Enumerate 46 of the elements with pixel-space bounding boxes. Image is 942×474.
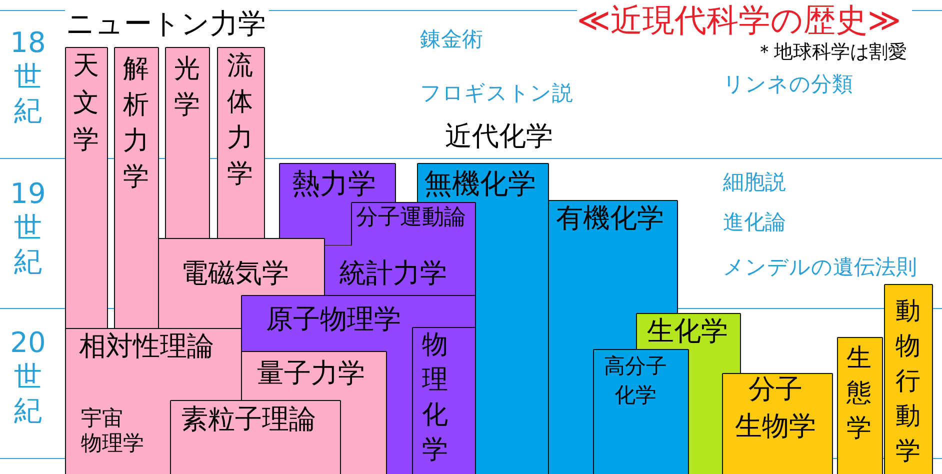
discipline-box — [593, 349, 689, 474]
discipline-label: 原子物理学 — [266, 304, 401, 335]
discipline-label: 有機化学 — [556, 203, 664, 234]
discipline-label: 熱力学 — [292, 168, 376, 200]
discipline-label: 生態学 — [846, 342, 872, 444]
discipline-label: 高分子化学 — [604, 353, 667, 409]
group-heading: 近代化学 — [445, 121, 553, 153]
discipline-box — [722, 373, 833, 474]
milestone-label: リンネの分類 — [723, 71, 853, 97]
discipline-label: 電磁気学 — [181, 258, 289, 289]
discipline-box — [170, 400, 341, 474]
discipline-label: 流体力学 — [227, 50, 253, 191]
discipline-box — [114, 47, 159, 329]
century-label: 20世紀 — [9, 326, 47, 428]
discipline-box — [165, 47, 210, 239]
century-label: 19世紀 — [9, 177, 47, 279]
discipline-label: 無機化学 — [424, 168, 536, 200]
discipline-label: 分子運動論 — [356, 205, 466, 231]
century-label: 18世紀 — [9, 26, 47, 128]
discipline-label: 天文学 — [73, 50, 99, 157]
discipline-label: 分子生物学 — [735, 373, 816, 444]
milestone-label: 錬金術 — [420, 26, 483, 52]
discipline-label: 解析力学 — [123, 53, 149, 194]
discipline-label: 量子力学 — [257, 358, 365, 389]
discipline-label: 動物行動学 — [896, 295, 920, 467]
discipline-box — [884, 284, 933, 474]
discipline-label: 物理化学 — [422, 329, 448, 467]
group-heading: ニュートン力学 — [66, 7, 266, 40]
milestone-label: フロギストン説 — [420, 80, 573, 106]
discipline-label: 生化学 — [647, 316, 728, 347]
footnote: ＊地球科学は割愛 — [755, 40, 907, 64]
discipline-label: 光学 — [174, 53, 200, 122]
discipline-label: 統計力学 — [339, 258, 447, 289]
chart-title: ≪近現代科学の歴史≫ — [577, 0, 901, 40]
discipline-box — [837, 337, 883, 474]
milestone-label: 細胞説 — [723, 169, 786, 195]
discipline-box — [412, 327, 476, 474]
milestone-label: 進化論 — [723, 209, 786, 235]
discipline-label: 相対性理論 — [79, 331, 214, 362]
discipline-box — [324, 245, 476, 296]
discipline-label: 素粒子理論 — [181, 404, 316, 435]
discipline-box — [65, 47, 108, 329]
discipline-box — [351, 202, 476, 246]
discipline-box — [217, 47, 265, 239]
subfield-label: 宇宙物理学 — [81, 406, 144, 456]
milestone-label: メンデルの遺伝法則 — [723, 254, 917, 280]
